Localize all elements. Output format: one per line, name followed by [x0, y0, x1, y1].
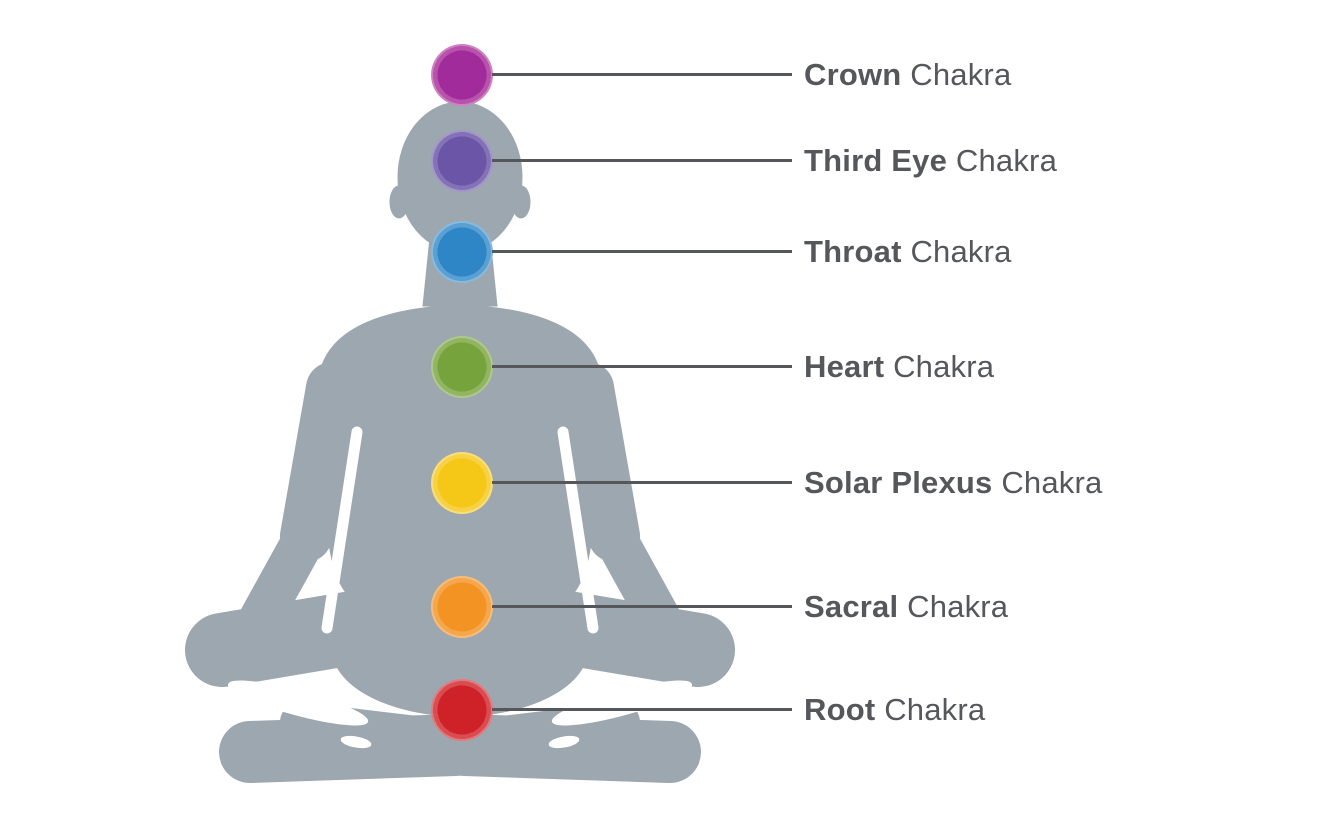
root-label-rest: Chakra	[884, 692, 986, 727]
crown-chakra-dot	[431, 44, 493, 106]
third-eye-connector-line	[492, 159, 792, 162]
heart-label-rest: Chakra	[893, 349, 995, 384]
solar-plexus-chakra-label: Solar Plexus Chakra	[804, 465, 1102, 501]
throat-chakra-label: Throat Chakra	[804, 234, 1012, 270]
sacral-label-rest: Chakra	[907, 589, 1009, 624]
crown-label-rest: Chakra	[910, 57, 1012, 92]
root-chakra-label: Root Chakra	[804, 692, 985, 728]
solar-plexus-label-rest: Chakra	[1001, 465, 1103, 500]
figure-body	[185, 101, 735, 783]
heart-label-bold: Heart	[804, 349, 885, 384]
sacral-connector-line	[492, 605, 792, 608]
sacral-label-bold: Sacral	[804, 589, 899, 624]
sacral-chakra-dot	[431, 576, 493, 638]
sacral-chakra-label: Sacral Chakra	[804, 589, 1008, 625]
chakra-row-throat: Throat Chakra	[0, 221, 1332, 283]
solar-plexus-label-bold: Solar Plexus	[804, 465, 993, 500]
crown-label-bold: Crown	[804, 57, 902, 92]
heart-chakra-label: Heart Chakra	[804, 349, 994, 385]
root-chakra-dot	[431, 679, 493, 741]
solar-plexus-chakra-dot	[431, 452, 493, 514]
chakra-row-heart: Heart Chakra	[0, 336, 1332, 398]
chakra-row-root: Root Chakra	[0, 679, 1332, 741]
throat-connector-line	[492, 250, 792, 253]
third-eye-chakra-dot	[431, 130, 493, 192]
throat-chakra-dot	[431, 221, 493, 283]
chakra-row-third-eye: Third Eye Chakra	[0, 130, 1332, 192]
root-label-bold: Root	[804, 692, 876, 727]
chakra-row-solar-plexus: Solar Plexus Chakra	[0, 452, 1332, 514]
third-eye-label-bold: Third Eye	[804, 143, 948, 178]
figure-white-gaps	[227, 426, 693, 749]
third-eye-label-rest: Chakra	[955, 143, 1058, 178]
chakra-row-crown: Crown Chakra	[0, 44, 1332, 106]
solar-plexus-connector-line	[492, 481, 792, 484]
throat-label-bold: Throat	[804, 234, 902, 269]
crown-chakra-label: Crown Chakra	[804, 57, 1011, 93]
heart-chakra-dot	[431, 336, 493, 398]
throat-label-rest: Chakra	[910, 234, 1012, 269]
crown-connector-line	[492, 73, 792, 76]
heart-connector-line	[492, 365, 792, 368]
chakra-row-sacral: Sacral Chakra	[0, 576, 1332, 638]
third-eye-chakra-label: Third Eye Chakra	[804, 143, 1057, 179]
root-connector-line	[492, 708, 792, 711]
